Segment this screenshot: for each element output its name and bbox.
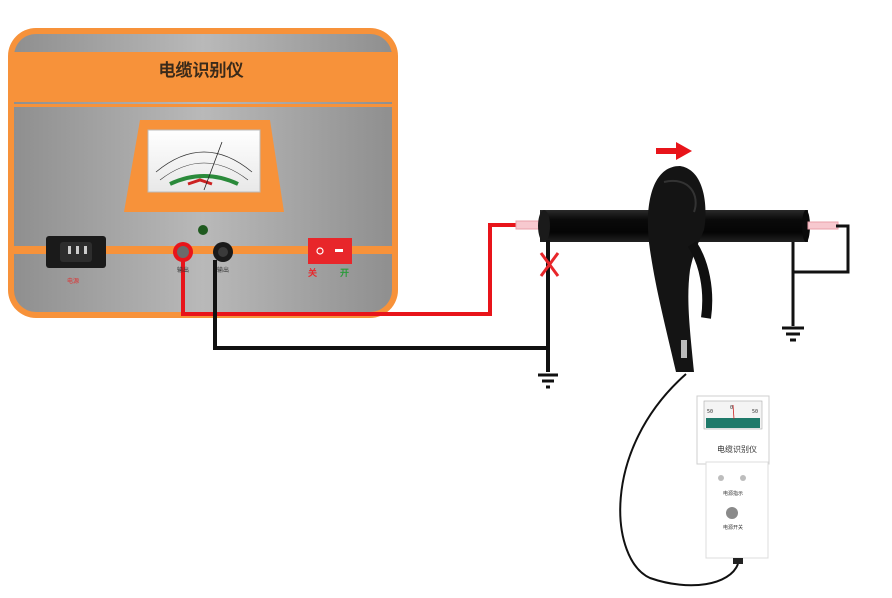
receiver-scale-left: 50 — [707, 409, 714, 415]
receiver-lead — [619, 373, 739, 587]
instrument-title: 电缆识别仪 — [158, 61, 244, 81]
power-socket-icon[interactable] — [46, 236, 106, 268]
receiver-title: 电缆识别仪 — [717, 445, 757, 454]
output-terminal-red[interactable] — [173, 242, 193, 262]
receiver-switch-label: 电源开关 — [723, 525, 744, 531]
receiver-scale-center: 0 — [730, 405, 734, 411]
right-ground-lead — [791, 224, 850, 326]
rocker-switch-icon[interactable] — [308, 238, 352, 264]
current-clamp — [647, 166, 713, 372]
indicator-led-icon — [718, 475, 724, 481]
arrow-right-icon — [656, 142, 692, 160]
black-wire — [213, 260, 548, 350]
output-right-label: 输出 — [217, 267, 230, 274]
output-left-label: 输出 — [177, 267, 190, 274]
output-terminal-black[interactable] — [213, 242, 233, 262]
receiver-device — [696, 395, 770, 564]
analog-meter — [124, 120, 284, 212]
switch-on-label: 开 — [340, 269, 350, 279]
power-socket-label: 电源 — [67, 278, 80, 285]
receiver-indicator-label: 电源指示 — [723, 491, 744, 497]
indicator-led-icon — [740, 475, 746, 481]
ground-icon — [538, 373, 558, 389]
indicator-led-icon — [198, 225, 208, 235]
red-wire — [181, 223, 516, 316]
receiver-scale-right: 50 — [752, 409, 759, 415]
cross-mark-icon — [539, 252, 560, 277]
receiver-power-button[interactable] — [726, 507, 738, 519]
switch-off-label: 关 — [308, 269, 318, 279]
ground-icon — [782, 326, 804, 342]
